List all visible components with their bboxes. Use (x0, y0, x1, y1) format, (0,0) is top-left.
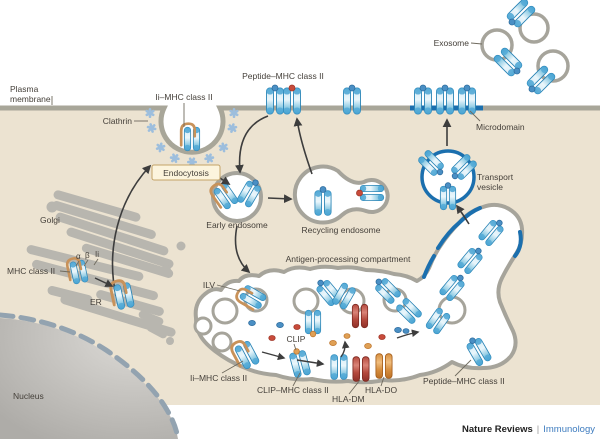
er-mhc-complexes (64, 256, 135, 311)
leader-lines (51, 42, 483, 395)
arrow-early-to-compartment (234, 225, 251, 274)
microdomain-label: Microdomain (476, 122, 525, 132)
arrow-ii-to-clip (261, 351, 286, 361)
journal-credit: Nature Reviews | Immunology (462, 424, 595, 435)
clip-mhc-label: CLIP–MHC class II (257, 385, 329, 395)
nuclear-envelope (0, 312, 181, 439)
arrow-internalization (234, 115, 269, 174)
arrow-golgi-to-membrane (111, 164, 152, 297)
peptides (248, 319, 410, 349)
endocytosis-label: Endocytosis (163, 168, 209, 178)
exosome-label: Exosome (434, 38, 470, 48)
recycling-endosome (292, 164, 390, 225)
tubule-microdomain-2 (513, 230, 523, 258)
arrow-clip-release (340, 340, 350, 358)
ii-label: Ii (95, 250, 99, 259)
tubule-microdomain-1 (436, 206, 482, 250)
pathway-arrows (202, 115, 470, 367)
peptide-mhc-bottom-label: Peptide–MHC class II (423, 376, 505, 386)
antigen-processing-compartment-label: Antigen-processing compartment (286, 254, 411, 264)
hla-do-label: HLA-DO (365, 385, 398, 395)
arrow-peptide-loading (396, 329, 420, 339)
hla-dm-label: HLA-DM (332, 394, 365, 404)
plasma-membrane-label-1: Plasma (10, 84, 39, 94)
early-endosome-label: Early endosome (206, 220, 268, 230)
beta-label: β (85, 251, 90, 260)
arrow-tubule-to-vesicle (455, 204, 470, 225)
endocytosis-box: Endocytosis (151, 164, 221, 181)
transport-vesicle (416, 148, 479, 211)
plasma-membrane (0, 105, 600, 155)
plasma-membrane-label-2: membrane (10, 94, 51, 104)
peptide-mhc-at-membrane (266, 84, 361, 115)
antigen-processing-compartment (193, 202, 525, 385)
golgi (46, 190, 186, 278)
tubule-microdomain-3 (422, 254, 436, 279)
clathrin-label: Clathrin (103, 116, 133, 126)
nucleus (0, 312, 181, 439)
arrow-clip-to-dm (296, 359, 325, 367)
clip-label: CLIP (287, 334, 306, 344)
arrow-early-to-recycling (267, 194, 293, 204)
recycling-endosome-label: Recycling endosome (302, 225, 381, 235)
microdomain-mhc-cluster (414, 84, 476, 115)
alpha-label: α (76, 252, 81, 261)
peptide-mhc-top-label: Peptide–MHC class II (242, 71, 324, 81)
clathrin-pit-lumen (161, 90, 223, 153)
ii-mhc-top-label: Ii–MHC class II (155, 92, 212, 102)
arrow-recycling-to-membrane (293, 117, 313, 175)
arrow-er-assembly (94, 277, 114, 287)
journal-separator: | (537, 424, 539, 435)
ilv-label: ILV (203, 280, 215, 290)
transport-vesicle-label-2: vesicle (477, 182, 503, 192)
journal-topic: Immunology (543, 424, 595, 435)
er-label: ER (90, 297, 102, 307)
journal-name: Nature Reviews (462, 424, 533, 435)
transport-vesicle-label-1: Transport (477, 172, 514, 182)
ii-mhc-bottom-label: Ii–MHC class II (190, 373, 247, 383)
golgi-label: Golgi (40, 215, 60, 225)
nucleus-label: Nucleus (13, 391, 44, 401)
mhc-class-ii-label: MHC class II (7, 266, 55, 276)
exosomes (480, 0, 570, 96)
